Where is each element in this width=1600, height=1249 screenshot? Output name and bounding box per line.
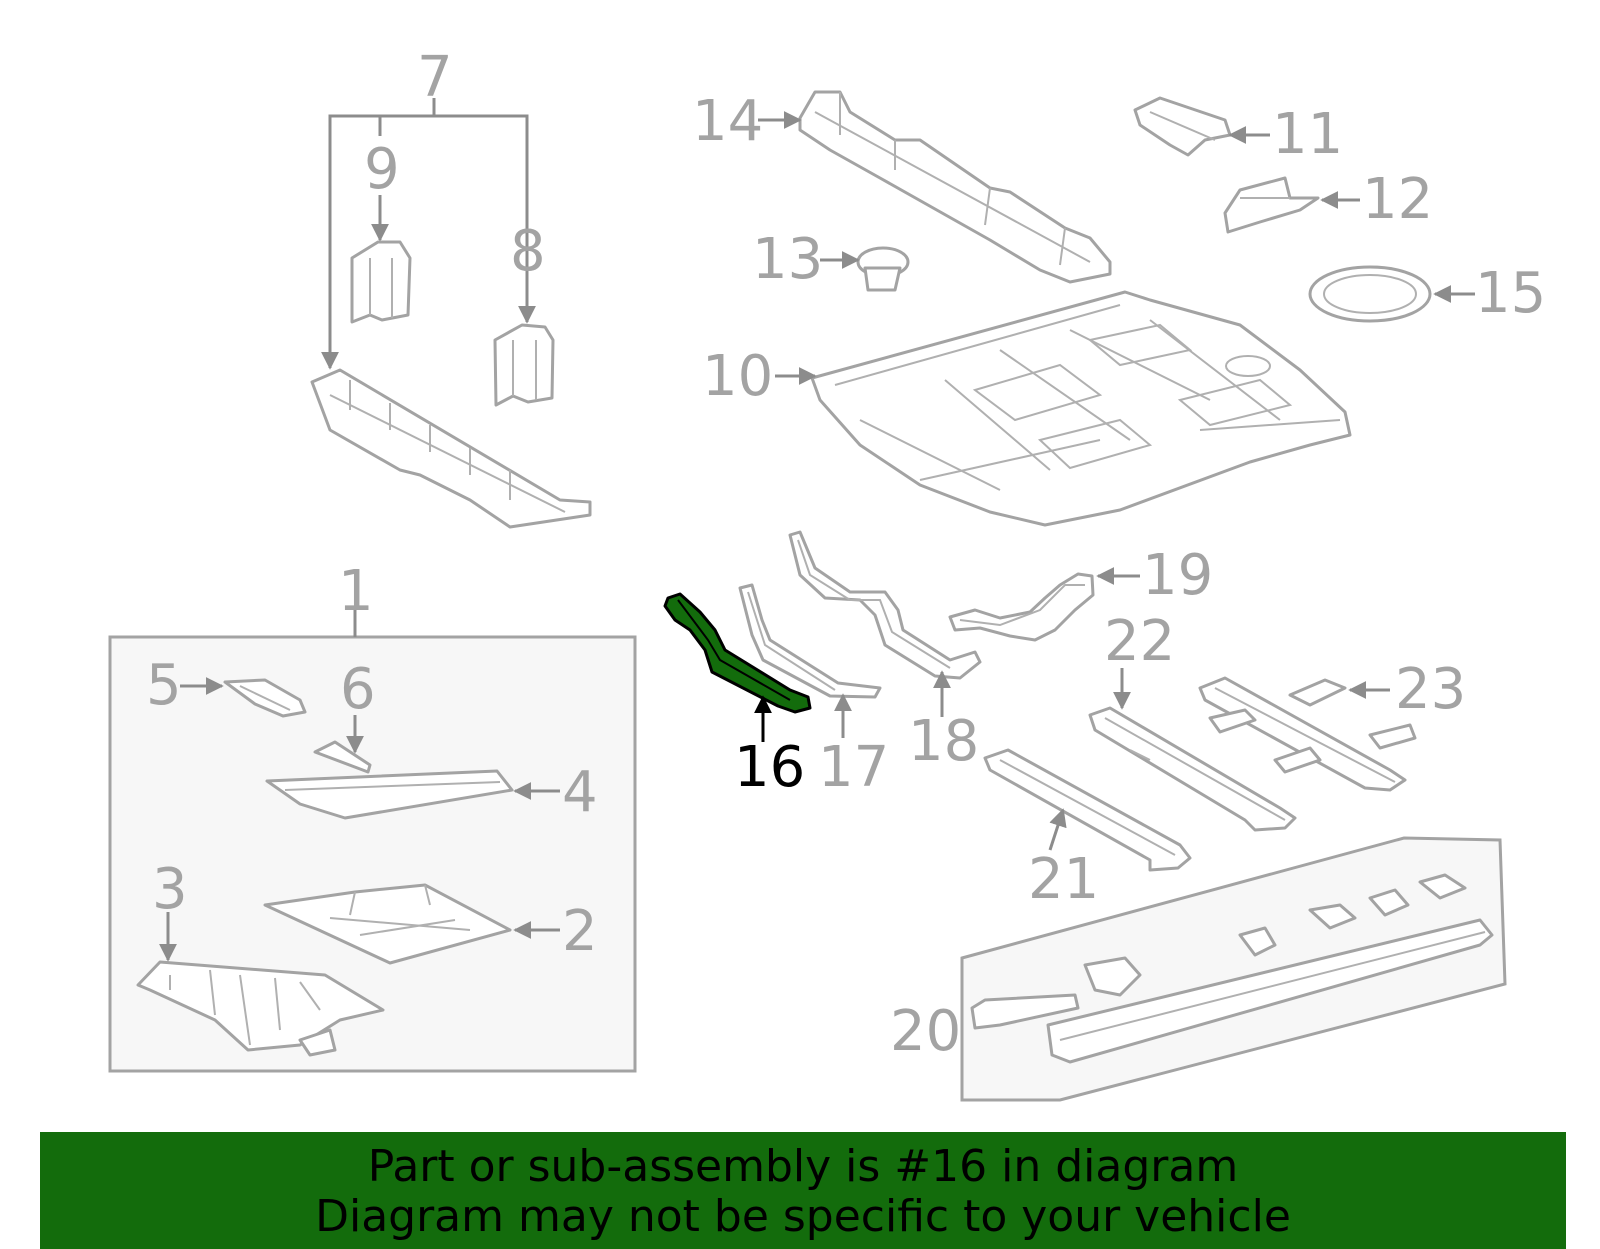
label-1: 1 [338,559,374,624]
part-22-rail [1088,706,1297,832]
label-12: 12 [1362,167,1433,232]
part-3-floor-side [136,960,385,1057]
label-8: 8 [510,219,546,284]
label-10: 10 [702,344,773,409]
part-12-bracket [1223,176,1320,234]
label-9: 9 [364,137,400,202]
label-5: 5 [146,653,182,718]
part-17-reinforcement [738,583,882,699]
label-21: 21 [1028,847,1099,912]
part-15-plug [1308,265,1432,323]
label-14: 14 [692,89,763,154]
banner-line-2: Diagram may not be specific to your vehi… [315,1191,1291,1242]
part-7-cross-member [310,368,592,529]
part-4-rail [265,769,514,820]
label-23: 23 [1395,657,1466,722]
label-4: 4 [562,760,598,825]
banner-line-1: Part or sub-assembly is #16 in diagram [367,1141,1239,1192]
part-13-grommet [856,246,910,292]
part-6-clip [313,740,372,774]
part-20-rocker [970,873,1494,1064]
part-23-rail [1198,676,1417,792]
label-6: 6 [340,657,376,722]
part-18-reinforcement [788,530,982,680]
label-15: 15 [1475,261,1546,326]
part-8-bracket [493,323,555,407]
label-13: 13 [752,227,823,292]
info-banner: Part or sub-assembly is #16 in diagram D… [40,1132,1566,1249]
part-21-rail [983,748,1192,872]
label-2: 2 [562,899,598,964]
label-20: 20 [890,999,961,1064]
label-17: 17 [818,735,889,800]
label-7: 7 [417,45,453,110]
label-3: 3 [152,857,188,922]
label-18: 18 [908,709,979,774]
part-2-panel [263,883,512,965]
part-5-bracket [223,678,307,718]
label-19: 19 [1142,543,1213,608]
part-14-cross-member [798,90,1112,284]
label-22: 22 [1104,609,1175,674]
part-10-floor-pan [810,290,1352,527]
part-16-reinforcement [663,592,812,714]
part-9-bracket [350,240,412,324]
part-11-bracket [1133,96,1232,157]
label-16: 16 [734,735,805,800]
label-11: 11 [1272,102,1343,167]
part-19-reinforcement [948,572,1095,642]
